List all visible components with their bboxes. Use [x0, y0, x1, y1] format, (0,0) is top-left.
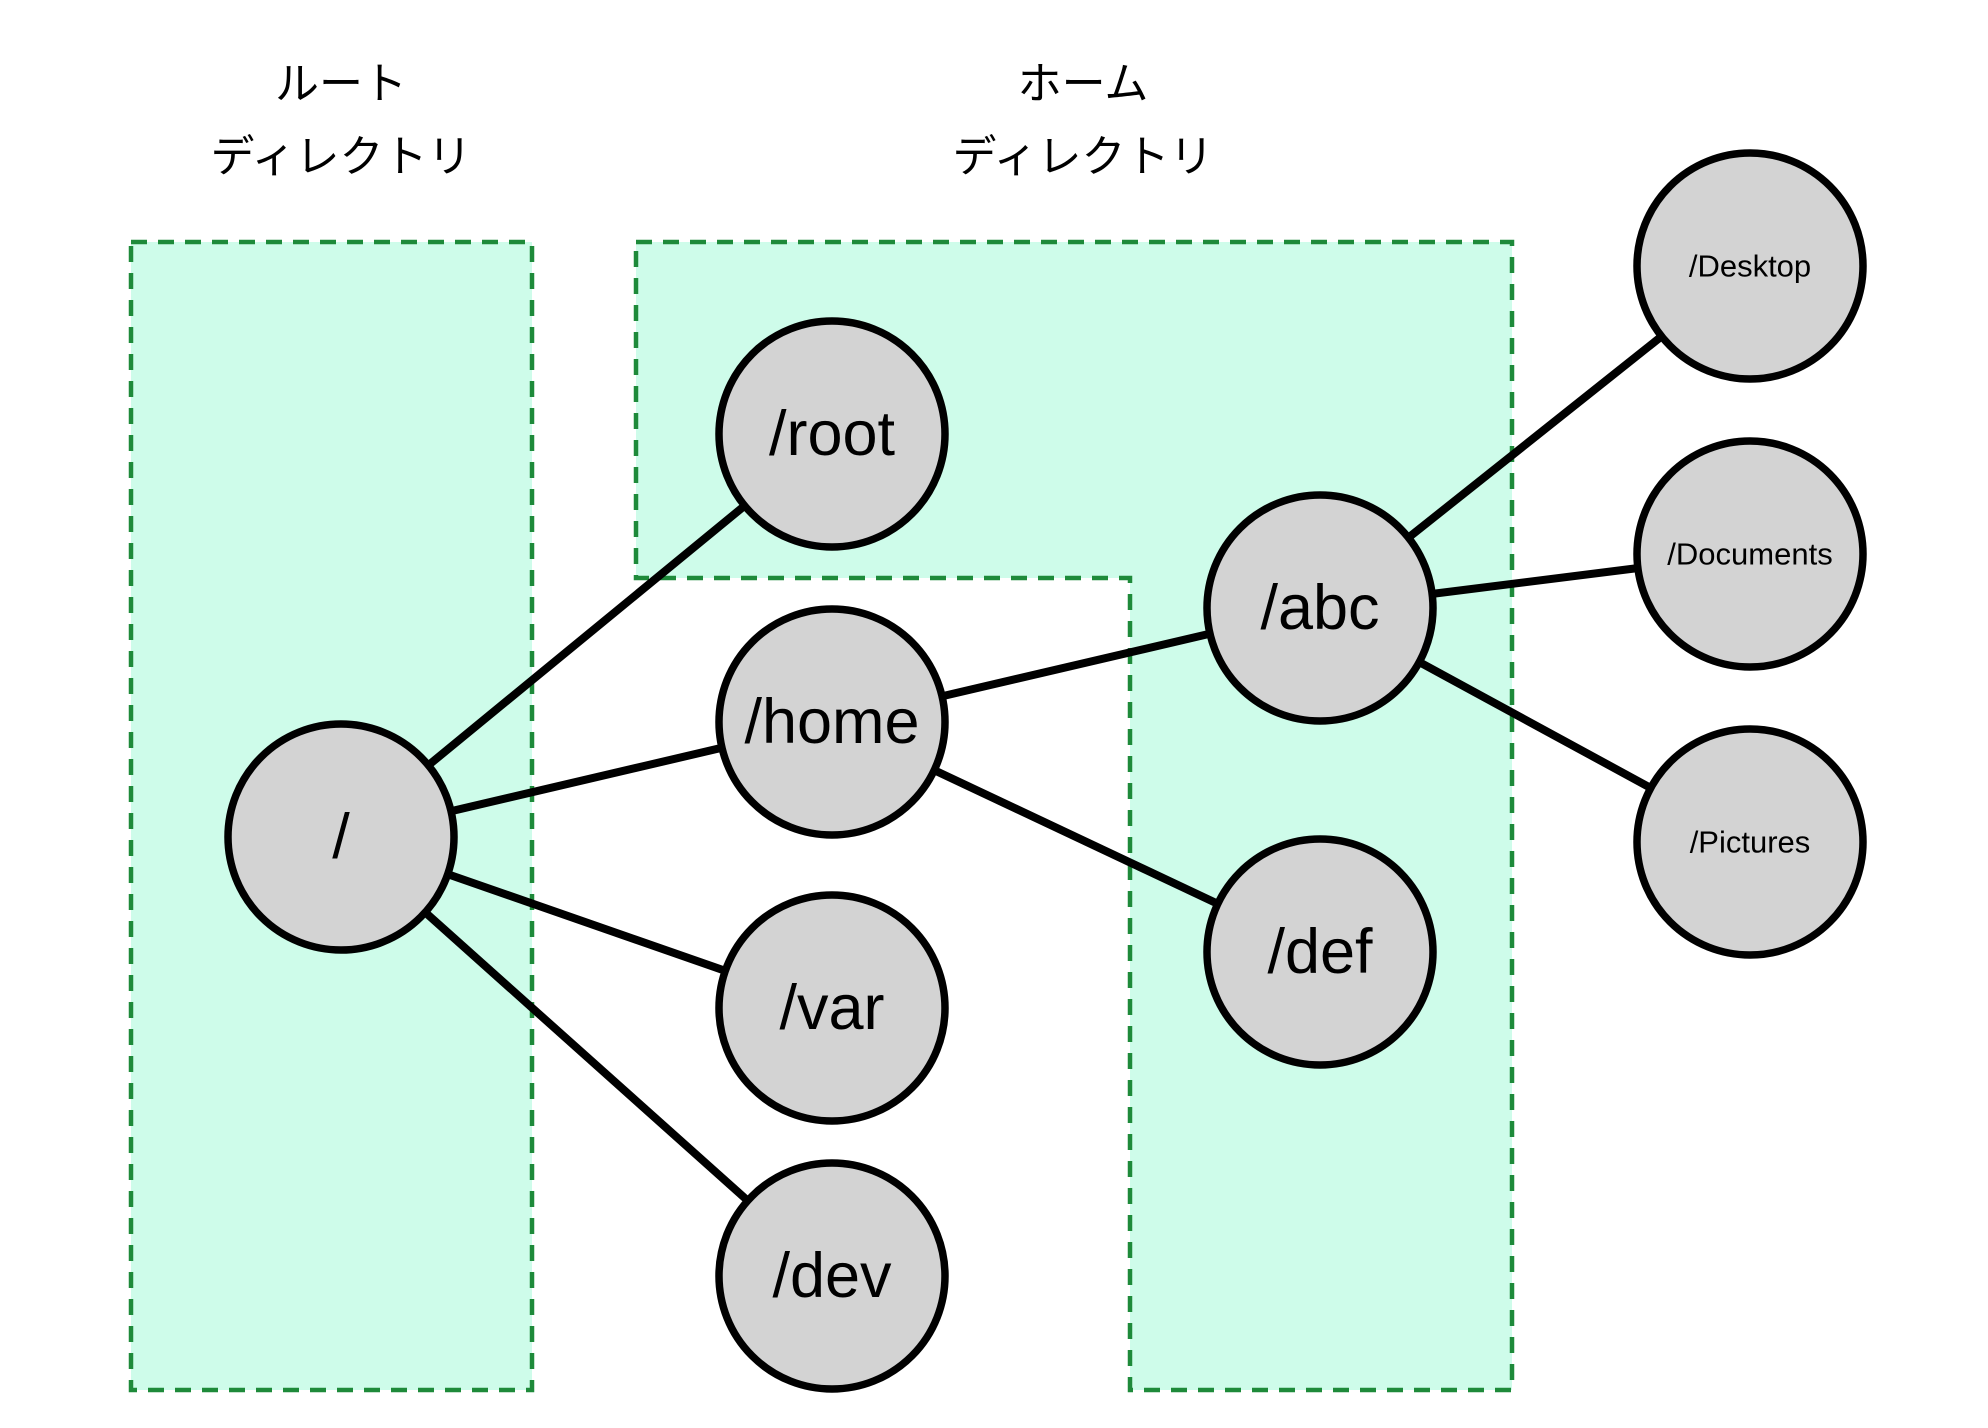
- node-documents-label: /Documents: [1667, 537, 1832, 572]
- region-root-directory-label-line-1: ルート: [275, 59, 407, 110]
- region-root-directory-border: [128, 239, 535, 1393]
- region-home-directory-border: [633, 239, 1515, 1393]
- region-root-directory-label-line-2: ディレクトリ: [211, 132, 472, 183]
- node-var-label: /var: [779, 973, 884, 1043]
- node-pictures[interactable]: /Pictures: [1633, 725, 1867, 959]
- node-desktop-label: /Desktop: [1689, 249, 1811, 284]
- node-slash-circle[interactable]: [224, 720, 458, 954]
- node-abc[interactable]: /abc: [1203, 491, 1437, 725]
- node-dev[interactable]: /dev: [715, 1159, 949, 1393]
- region-home-directory-label-line-2: ディレクトリ: [953, 132, 1214, 183]
- nodes: / /root /home /var /dev /abc /def /Desk: [224, 149, 1867, 1393]
- node-desktop[interactable]: /Desktop: [1633, 149, 1867, 383]
- node-dev-circle[interactable]: [715, 1159, 949, 1393]
- node-home-label: /home: [744, 687, 919, 757]
- node-var[interactable]: /var: [715, 891, 949, 1125]
- node-pictures-label: /Pictures: [1690, 825, 1811, 860]
- node-root[interactable]: /root: [715, 317, 949, 551]
- node-abc-label: /abc: [1260, 573, 1379, 643]
- node-def-circle[interactable]: [1203, 835, 1437, 1069]
- node-root-label: /root: [769, 399, 896, 469]
- node-var-circle[interactable]: [715, 891, 949, 1125]
- node-dev-label: /dev: [772, 1241, 892, 1311]
- region-home-directory-label-line-1: ホーム: [1018, 59, 1149, 110]
- node-home-circle[interactable]: [715, 605, 949, 839]
- node-pictures-circle[interactable]: [1633, 725, 1867, 959]
- node-desktop-circle[interactable]: [1633, 149, 1867, 383]
- node-slash[interactable]: /: [224, 720, 458, 954]
- node-def[interactable]: /def: [1203, 835, 1437, 1069]
- node-documents-circle[interactable]: [1633, 437, 1867, 671]
- node-root-circle[interactable]: [715, 317, 949, 551]
- node-documents[interactable]: /Documents: [1633, 437, 1867, 671]
- node-abc-circle[interactable]: [1203, 491, 1437, 725]
- node-slash-label: /: [332, 802, 350, 872]
- node-home[interactable]: /home: [715, 605, 949, 839]
- node-def-label: /def: [1267, 917, 1373, 987]
